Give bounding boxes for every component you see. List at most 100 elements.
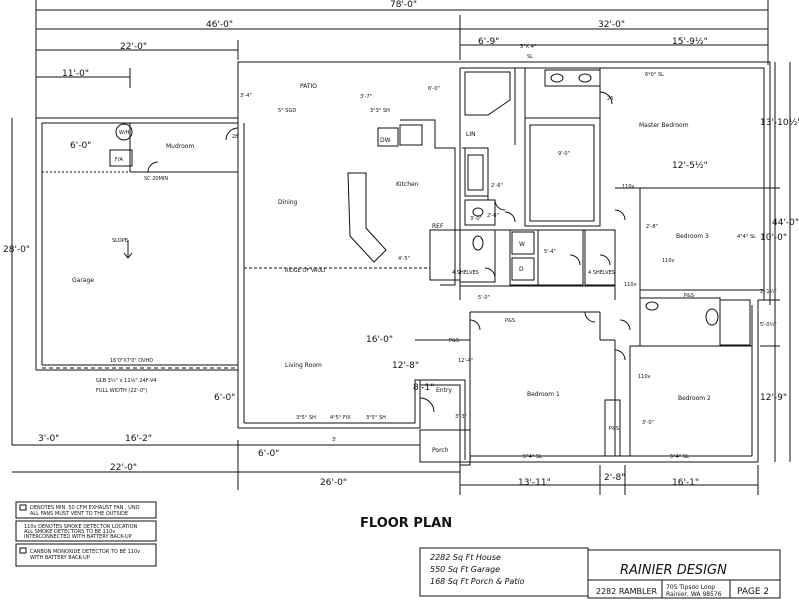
plan-title: FLOOR PLAN xyxy=(360,516,452,531)
dim-living-bottom: 26'-0" xyxy=(320,478,347,488)
dim-front-gap: 3' xyxy=(332,437,337,443)
label-dw: DW xyxy=(380,137,391,144)
label-pole-shelf-4: P&S xyxy=(449,338,459,344)
dim-entry-width: 8'-1" xyxy=(413,383,434,393)
titleblock-page: PAGE 2 xyxy=(737,587,769,597)
dim-master-window: 6°0° SL xyxy=(645,72,664,78)
dim-gap-bottom: 2'-8" xyxy=(604,473,625,483)
dim-front-window-3: 3°5° SH xyxy=(366,415,386,421)
dim-patio-mid: 3'-7" xyxy=(360,94,372,100)
dim-garage-front: 6'-0" xyxy=(214,393,235,403)
dim-closet-small-2: 2'-6" xyxy=(487,213,499,219)
dim-bath2-depth: 5'-0½" xyxy=(760,321,777,328)
dim-master-width: 12'-5½" xyxy=(672,161,708,171)
room-label-mudroom: Mudroom xyxy=(166,143,194,150)
room-label-living: Living Room xyxy=(285,362,322,369)
door-size-1: 28 xyxy=(232,134,238,140)
dim-wh-offset: 6'-0" xyxy=(70,141,91,151)
dim-hall-width: 5'-0" xyxy=(478,295,490,301)
titleblock-addr1: 705 Tipsoo Loop xyxy=(666,584,715,591)
dim-left-section: 46'-0" xyxy=(206,20,233,30)
dim-right-overall: 44'-0" xyxy=(772,218,799,228)
dim-living-depth: 16'-0" xyxy=(366,335,393,345)
dim-bath-window: 3°X 4° xyxy=(520,44,537,50)
legend-smoke-l2: ALL SMOKE DETECTORS TO BE 110v xyxy=(24,529,115,535)
legend-smoke-l3: INTERCONNECTED WITH BATTERY BACK-UP xyxy=(24,534,132,540)
label-110v-3: 110v xyxy=(624,282,637,288)
dim-bed3-closet: 2'-8" xyxy=(646,224,658,230)
label-furnace: F/A xyxy=(115,157,124,163)
dim-patio-left: 3'-4" xyxy=(240,93,252,99)
dim-closet: 9'-0" xyxy=(558,151,570,157)
room-label-master: Master Bedroom xyxy=(639,122,689,129)
door-size-2: 26 xyxy=(607,96,613,102)
dim-garage-width: 22'-0" xyxy=(120,42,147,52)
label-shelves-1: 4 SHELVES xyxy=(452,270,479,276)
room-label-bedroom-1: Bedroom 1 xyxy=(527,391,560,398)
dim-bed3-depth: 10'-0" xyxy=(760,233,787,243)
room-label-dining: Dining xyxy=(278,199,298,206)
room-label-bedroom-3: Bedroom 3 xyxy=(676,233,709,240)
room-label-porch: Porch xyxy=(432,447,449,454)
label-glb-beam: GLB 3½" x 11⅛" 24F-V4 xyxy=(96,377,157,384)
area-house: 2282 Sq Ft House xyxy=(430,553,501,562)
room-label-patio: PATIO xyxy=(300,83,317,90)
dim-patio-right: 6'-0" xyxy=(428,86,440,92)
dim-bed1-bottom: 13'-11" xyxy=(518,478,551,488)
label-glb-width: FULL WIDTH (22'-0") xyxy=(96,388,147,394)
label-pole-shelf-2: P&S xyxy=(505,318,515,324)
legend-fan-l1: DENOTES MIN. 50 CFM EXHAUST FAN , UNO xyxy=(30,505,140,511)
dim-bed3-window: 4°4° SL xyxy=(737,234,756,240)
dim-bed2-depth: 12'-9" xyxy=(760,393,787,403)
dim-hall-top: 6'-9" xyxy=(478,37,499,47)
dim-front-window-2: 4°5° FIX xyxy=(330,415,351,421)
label-linen: LIN xyxy=(466,131,476,138)
titleblock-company: RAINIER DESIGN xyxy=(620,563,727,578)
label-slope: SLOPE xyxy=(112,238,128,244)
dim-front-window-1: 3°5° SH xyxy=(296,415,316,421)
label-overhead-door: 16'0"X7'0" OVHD xyxy=(110,358,153,364)
dim-master-top: 15'-9½" xyxy=(672,37,708,47)
dim-bath-gap: 5'-4" xyxy=(544,249,556,255)
label-110v-1: 110v xyxy=(622,184,635,190)
dim-closet-small: 2'-6" xyxy=(491,183,503,189)
dim-garage-left: 3'-0" xyxy=(38,434,59,444)
dim-bed2-bottom: 16'-1" xyxy=(672,478,699,488)
area-porch: 168 Sq Ft Porch & Patio xyxy=(430,577,525,586)
titleblock-plan: 2282 RAMBLER xyxy=(596,587,658,596)
label-solid-core-door: SC 20MIN xyxy=(144,176,168,182)
dim-garage-inner: 11'-0" xyxy=(62,69,89,79)
dim-bed2-window: 5°4° SL xyxy=(670,454,689,460)
legend-co-l2: WITH BATTERY BACK-UP xyxy=(30,555,90,561)
label-110v-4: 110v xyxy=(638,374,651,380)
room-label-entry: Entry xyxy=(436,387,452,394)
label-110v-2: 110v xyxy=(662,258,675,264)
label-ridge-of-vault: RIDGE OF VAULT xyxy=(285,268,327,274)
dim-entry-depth: 12'-8" xyxy=(392,361,419,371)
legend-co-l1: CARBON MONOXIDE DETECTOR TO BE 110v xyxy=(30,549,140,555)
dim-bed2-closet: 3'-0" xyxy=(642,420,654,426)
label-water-heater: W/H xyxy=(119,130,130,136)
dim-kitchen-window: 3°3° SH xyxy=(370,108,390,114)
dim-bath-window-type: SL xyxy=(527,54,533,60)
dim-closet-mid: 12'-4" xyxy=(458,358,473,364)
dim-bed1-window: 5°4° SL xyxy=(523,454,542,460)
room-label-garage: Garage xyxy=(72,277,94,284)
area-garage: 550 Sq Ft Garage xyxy=(430,565,500,574)
legend-smoke-l1: 110v DENOTES SMOKE DETECTOR LOCATION xyxy=(24,524,138,530)
label-pole-shelf-1: P&S xyxy=(684,293,694,299)
titleblock-addr2: Rainier, WA 98576 xyxy=(666,591,722,598)
dim-patio-door: 5° SGD xyxy=(278,108,296,114)
room-label-kitchen: Kitchen xyxy=(396,181,419,188)
dim-master-depth: 13'-10½" xyxy=(760,118,799,128)
dim-door-shelf: 3'-3" xyxy=(455,414,467,420)
label-pole-shelf-3: P&S xyxy=(609,426,619,432)
dim-garage-depth: 28'-0" xyxy=(3,245,30,255)
room-label-bedroom-2: Bedroom 2 xyxy=(678,395,711,402)
dim-garage-mid: 16'-2" xyxy=(125,434,152,444)
label-dryer: D xyxy=(519,266,524,273)
legend-fan-l2: ALL FANS MUST VENT TO THE OUTSIDE xyxy=(30,511,128,517)
dim-overall-width: 78'-0" xyxy=(390,0,417,10)
label-shelves-2: 4 SHELVES xyxy=(588,270,615,276)
